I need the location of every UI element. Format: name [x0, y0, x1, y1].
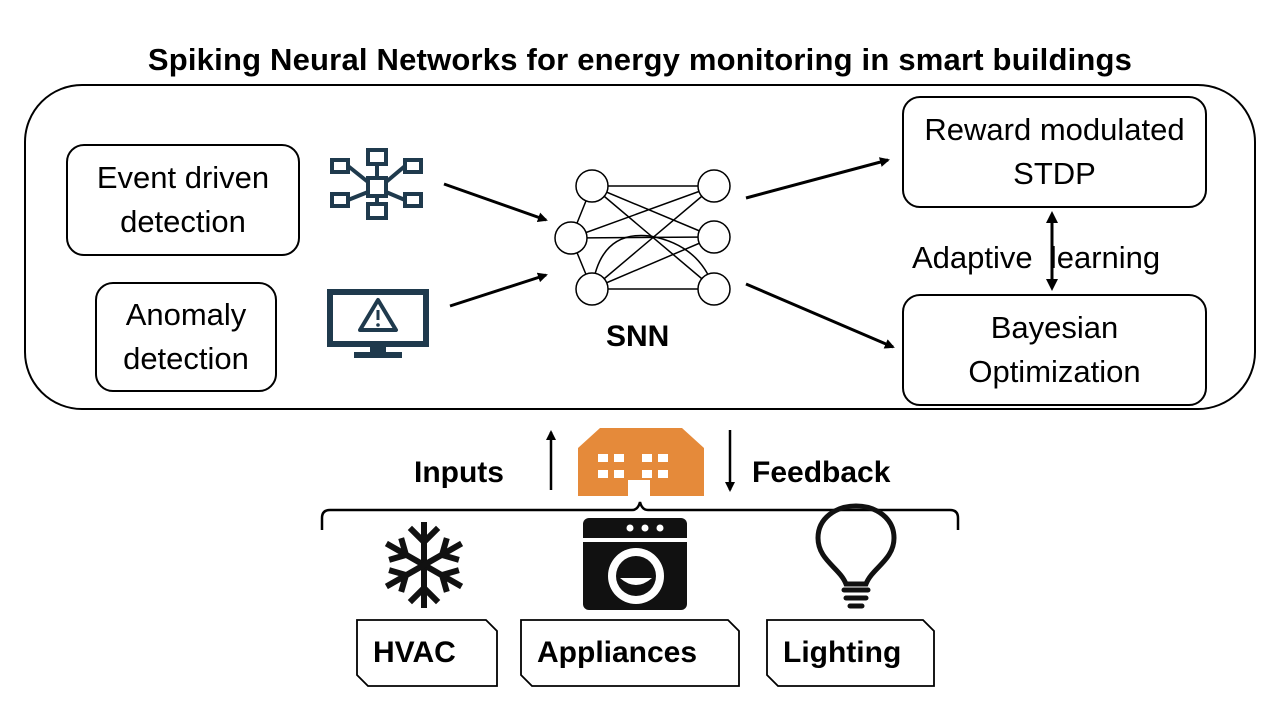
diagram-title: Spiking Neural Networks for energy monit…	[147, 42, 1133, 77]
snn-network-icon	[554, 169, 731, 306]
hvac-tag-border	[356, 619, 498, 687]
snn-to-bayesian-arrow	[745, 282, 895, 349]
building-icon	[578, 428, 704, 496]
network-hub-icon	[330, 148, 423, 220]
bayesian-optimization-box: Bayesian Optimization	[902, 294, 1207, 406]
event-to-snn-arrow	[443, 182, 548, 223]
devices-brace	[320, 501, 960, 530]
hvac-label: HVAC	[373, 636, 456, 669]
inputs-label: Inputs	[414, 456, 504, 489]
snn-to-reward-arrow	[745, 157, 890, 200]
lighting-label: Lighting	[783, 636, 902, 669]
reward-stdp-label: Reward modulated STDP	[924, 112, 1185, 191]
event-driven-detection-label: Event driven detection	[96, 160, 270, 239]
washing-machine-icon	[583, 518, 687, 610]
anomaly-detection-box: Anomaly detection	[95, 282, 277, 392]
snowflake-icon	[384, 522, 464, 608]
reward-stdp-box: Reward modulated STDP	[902, 96, 1207, 208]
light-bulb-icon	[815, 503, 897, 609]
event-driven-detection-box: Event driven detection	[66, 144, 300, 256]
appliances-tag: Appliances	[521, 620, 739, 686]
lighting-tag-border	[766, 619, 935, 687]
hvac-tag: HVAC	[357, 620, 497, 686]
bayesian-optimization-label: Bayesian Optimization	[968, 310, 1141, 389]
feedback-label: Feedback	[752, 456, 891, 489]
snn-label: SNN	[606, 320, 670, 353]
snn-system-frame	[24, 84, 1256, 410]
appliances-tag-border	[520, 619, 740, 687]
anomaly-to-snn-arrow	[449, 272, 548, 308]
adaptive-learning-label: Adaptive learning	[912, 240, 1161, 275]
lighting-tag: Lighting	[767, 620, 934, 686]
anomaly-detection-label: Anomaly detection	[123, 297, 249, 376]
appliances-label: Appliances	[537, 636, 698, 669]
monitor-warning-icon	[327, 289, 429, 358]
